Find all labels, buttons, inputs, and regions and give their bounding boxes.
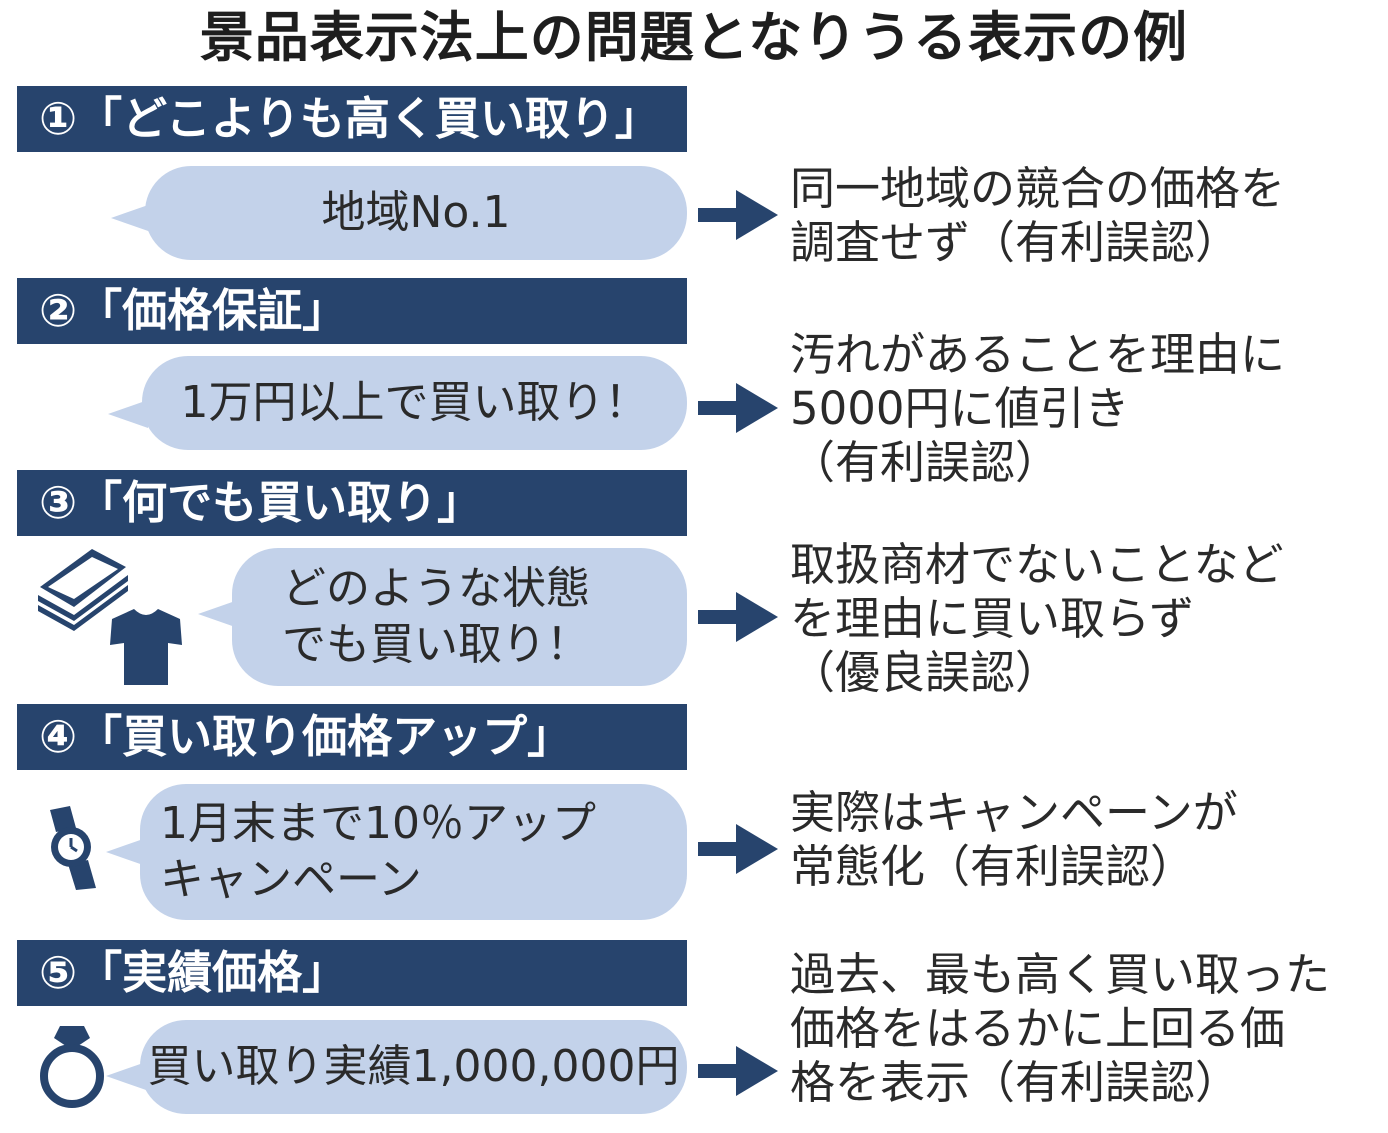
description-line: 格を表示（有利誤認）: [790, 1056, 1241, 1109]
section-2-description: 汚れがあることを理由に 5000円に値引き （有利誤認）: [790, 328, 1380, 490]
section-2-bubble: 1万円以上で買い取り！: [108, 356, 687, 450]
description-line: （優良誤認）: [790, 646, 1061, 699]
section-3-header: ③「何でも買い取り」: [17, 470, 687, 536]
section-5-header: ⑤「実績価格」: [17, 940, 687, 1006]
bubble-line: でも買い取り！: [282, 619, 590, 670]
arrow-right-icon: [698, 383, 778, 433]
section-4-bubble: 1月末まで10％アップ キャンペーン: [106, 784, 687, 920]
arrow-right-icon: [698, 1046, 778, 1096]
description-line: 実際はキャンペーンが: [790, 786, 1238, 839]
section-3-description: 取扱商材でないことなど を理由に買い取らず （優良誤認）: [790, 538, 1380, 700]
bubble-line: どのような状態: [282, 563, 590, 614]
arrow-right-icon: [698, 190, 778, 240]
section-1-description: 同一地域の競合の価格を 調査せず（有利誤認）: [790, 162, 1380, 270]
section-1-bubble: 地域No.1: [111, 166, 687, 260]
book-and-shirt-icon: [38, 549, 182, 685]
section-5-bubble: 買い取り実績1,000,000円: [106, 1020, 687, 1114]
description-line: 取扱商材でないことなど: [790, 538, 1284, 591]
description-line: （有利誤認）: [790, 436, 1061, 489]
bubble-line: キャンペーン: [160, 854, 422, 905]
page-title: 景品表示法上の問題となりうる表示の例: [199, 6, 1189, 69]
bubble-line: 1月末まで10％アップ: [160, 798, 596, 849]
description-line: 同一地域の競合の価格を: [790, 162, 1286, 215]
section-4-description: 実際はキャンペーンが 常態化（有利誤認）: [790, 786, 1380, 894]
section-5-description: 過去、最も高く買い取った 価格をはるかに上回る価 格を表示（有利誤認）: [790, 948, 1380, 1110]
arrow-right-icon: [698, 592, 778, 642]
description-line: 汚れがあることを理由に: [790, 328, 1286, 381]
ring-icon: [40, 1026, 104, 1108]
section-3-bubble: どのような状態 でも買い取り！: [198, 548, 687, 686]
bubble-line: 買い取り実績1,000,000円: [147, 1041, 680, 1092]
section-2-header: ②「価格保証」: [17, 278, 687, 344]
description-line: 価格をはるかに上回る価: [790, 1002, 1286, 1055]
watch-icon: [50, 806, 96, 890]
description-line: 過去、最も高く買い取った: [790, 948, 1331, 1001]
description-line: 調査せず（有利誤認）: [790, 216, 1241, 269]
bubble-line: 1万円以上で買い取り！: [180, 377, 649, 428]
description-line: を理由に買い取らず: [790, 592, 1195, 645]
section-4-header: ④「買い取り価格アップ」: [17, 704, 687, 770]
bubble-line: 地域No.1: [321, 187, 511, 238]
section-1-header: ①「どこよりも高く買い取り」: [17, 86, 687, 152]
arrow-right-icon: [698, 824, 778, 874]
description-line: 常態化（有利誤認）: [790, 840, 1196, 893]
description-line: 5000円に値引き: [790, 382, 1130, 435]
